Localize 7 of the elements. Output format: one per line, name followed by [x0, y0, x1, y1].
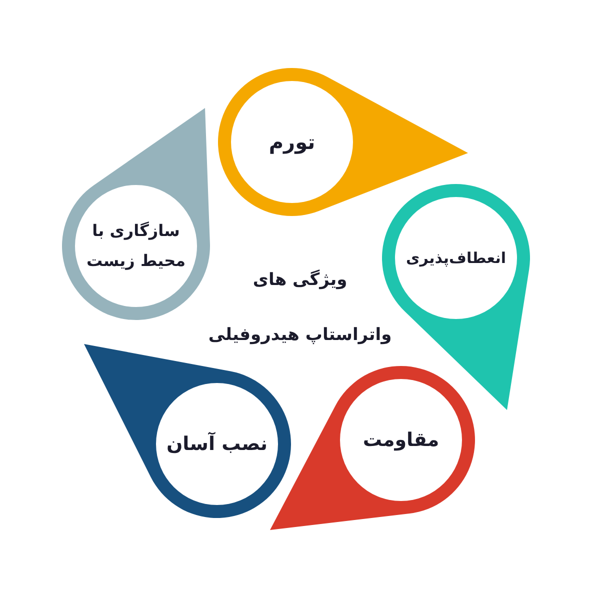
node-label: مقاومت	[362, 428, 440, 453]
center-heading: ویژگی های	[252, 270, 348, 290]
center-heading: واتراستاپ هیدروفیلی	[208, 325, 392, 345]
node-label: نصب آسان	[166, 431, 268, 457]
node-label: تورم	[268, 129, 316, 156]
node-label: انعطاف‌پذیری	[406, 248, 506, 269]
node-label: سازگاری با محیط زیست	[85, 220, 187, 272]
